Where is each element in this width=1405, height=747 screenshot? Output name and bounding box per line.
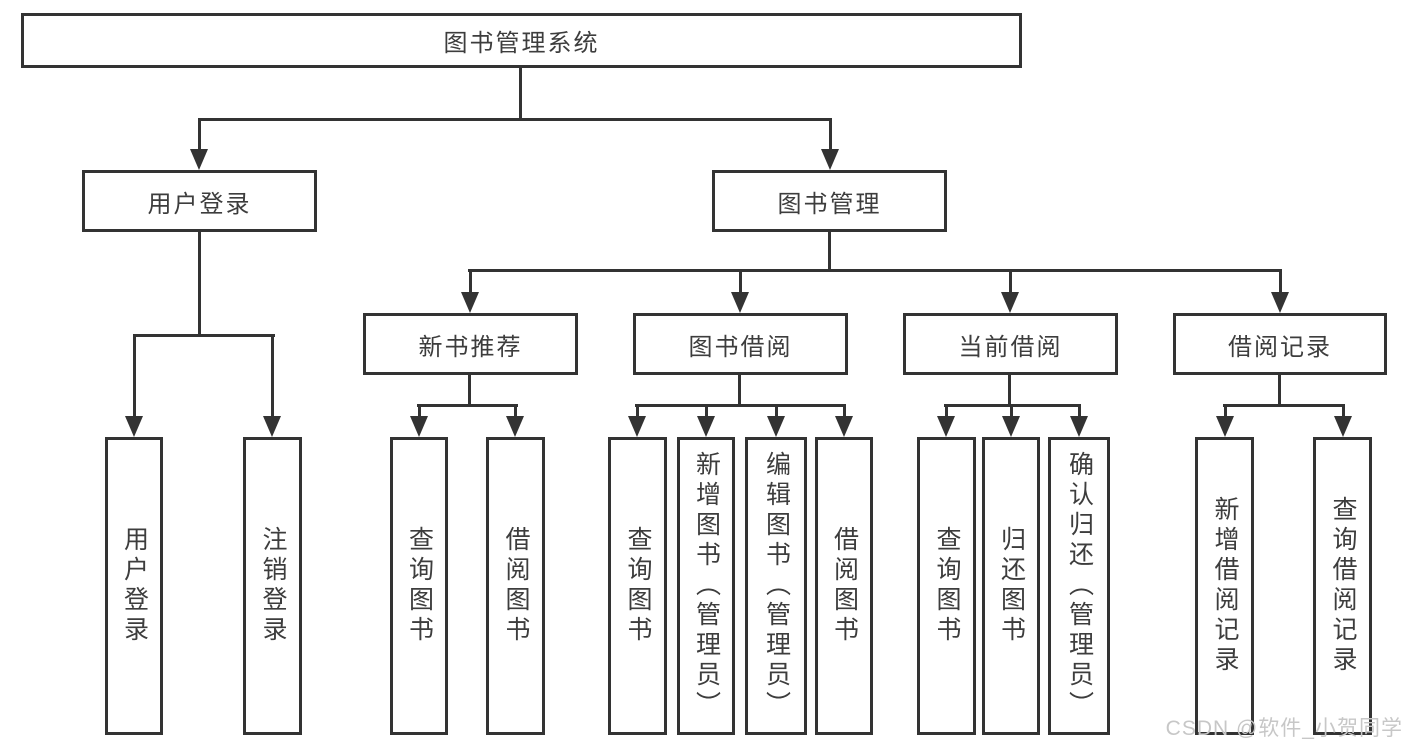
leaf-edit-book-admin: 编辑图书（管理员）	[745, 437, 807, 735]
arrow-down-icon	[731, 269, 749, 313]
node-user-login: 用户登录	[82, 170, 317, 232]
arrow-down-icon	[937, 404, 955, 437]
arrow-down-icon	[125, 334, 143, 437]
node-borrowing-records: 借阅记录	[1173, 313, 1387, 375]
node-current-borrowing: 当前借阅	[903, 313, 1118, 375]
leaf-return-book: 归还图书	[982, 437, 1040, 735]
connector-line	[468, 269, 1282, 272]
connector-line	[417, 404, 518, 407]
leaf-add-book-admin: 新增图书（管理员）	[677, 437, 735, 735]
node-library-management-system: 图书管理系统	[21, 13, 1022, 68]
watermark: CSDN @软件_小贺同学	[1165, 717, 1403, 740]
arrow-down-icon	[263, 334, 281, 437]
leaf-add-borrow-record: 新增借阅记录	[1195, 437, 1254, 735]
connector-line	[1278, 374, 1281, 407]
arrow-down-icon	[506, 404, 524, 437]
node-book-borrowing: 图书借阅	[633, 313, 848, 375]
connector-line	[738, 374, 741, 407]
leaf-borrow-books-recommend: 借阅图书	[486, 437, 545, 735]
arrow-down-icon	[1271, 269, 1289, 313]
arrow-down-icon	[410, 404, 428, 437]
node-new-book-recommendation: 新书推荐	[363, 313, 578, 375]
arrow-down-icon	[1216, 404, 1234, 437]
leaf-query-books-current: 查询图书	[917, 437, 976, 735]
leaf-query-borrow-record: 查询借阅记录	[1313, 437, 1372, 735]
arrow-down-icon	[1002, 404, 1020, 437]
arrow-down-icon	[767, 404, 785, 437]
connector-line	[1223, 404, 1345, 407]
leaf-user-login: 用户登录	[105, 437, 163, 735]
arrow-down-icon	[461, 269, 479, 313]
leaf-query-books-borrow: 查询图书	[608, 437, 667, 735]
leaf-logout: 注销登录	[243, 437, 302, 735]
connector-line	[1008, 374, 1011, 407]
arrow-down-icon	[697, 404, 715, 437]
arrow-down-icon	[1070, 404, 1088, 437]
arrow-down-icon	[821, 118, 839, 170]
connector-line	[198, 118, 832, 121]
node-book-management: 图书管理	[712, 170, 947, 232]
arrow-down-icon	[190, 118, 208, 170]
connector-line	[468, 374, 471, 407]
leaf-query-books-recommend: 查询图书	[390, 437, 448, 735]
connector-line	[198, 231, 201, 337]
arrow-down-icon	[628, 404, 646, 437]
connector-line	[828, 231, 831, 272]
leaf-borrow-books: 借阅图书	[815, 437, 873, 735]
arrow-down-icon	[1001, 269, 1019, 313]
connector-line	[133, 334, 275, 337]
connector-line	[635, 404, 846, 407]
leaf-confirm-return-admin: 确认归还（管理员）	[1048, 437, 1110, 735]
arrow-down-icon	[1334, 404, 1352, 437]
connector-line	[519, 68, 522, 121]
arrow-down-icon	[835, 404, 853, 437]
